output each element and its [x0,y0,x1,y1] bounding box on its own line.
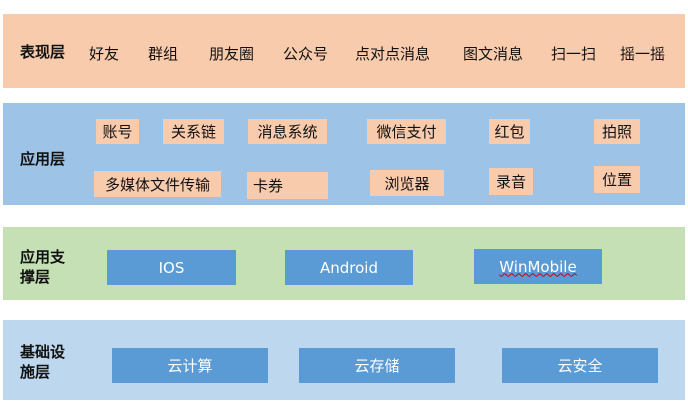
module-box: 关系链 [163,119,224,144]
cloud-box: 云存储 [299,348,455,383]
list-item: 公众号 [283,45,329,63]
platform-box: Android [285,250,413,285]
module-box: 多媒体文件传输 [94,171,221,197]
module-box: 消息系统 [248,119,327,144]
infrastructure-layer: 基础设施层 云计算 云存储 云安全 [3,320,685,400]
list-item: 群组 [148,45,179,63]
platform-box: WinMobile [474,249,602,284]
cloud-box: 云安全 [502,348,658,383]
layer-label: 应用支撑层 [20,248,66,286]
layer-label: 表现层 [20,43,66,61]
module-box: 账号 [96,119,139,144]
layer-label: 基础设施层 [20,343,66,381]
list-item: 好友 [89,45,120,63]
module-box: 红包 [489,119,530,144]
module-box: 微信支付 [367,119,446,144]
module-box: 拍照 [594,119,640,144]
list-item: 朋友圈 [209,45,255,63]
application-layer: 应用层 账号 关系链 消息系统 微信支付 红包 拍照 多媒体文件传输 卡券 浏览… [3,103,685,205]
list-item: 扫一扫 [551,45,597,63]
list-item: 点对点消息 [355,45,431,63]
module-box: 位置 [594,166,640,193]
layer-label: 应用层 [20,150,66,168]
module-box: 卡券 [247,172,328,199]
module-box: 浏览器 [370,170,444,196]
cloud-box: 云计算 [112,348,268,383]
presentation-layer: 表现层 好友 群组 朋友圈 公众号 点对点消息 图文消息 扫一扫 摇一摇 [3,14,685,88]
platform-box: IOS [107,250,236,285]
module-box: 录音 [489,168,533,195]
list-item: 摇一摇 [620,45,666,63]
list-item: 图文消息 [463,45,524,63]
support-layer: 应用支撑层 IOS Android WinMobile [3,227,685,300]
